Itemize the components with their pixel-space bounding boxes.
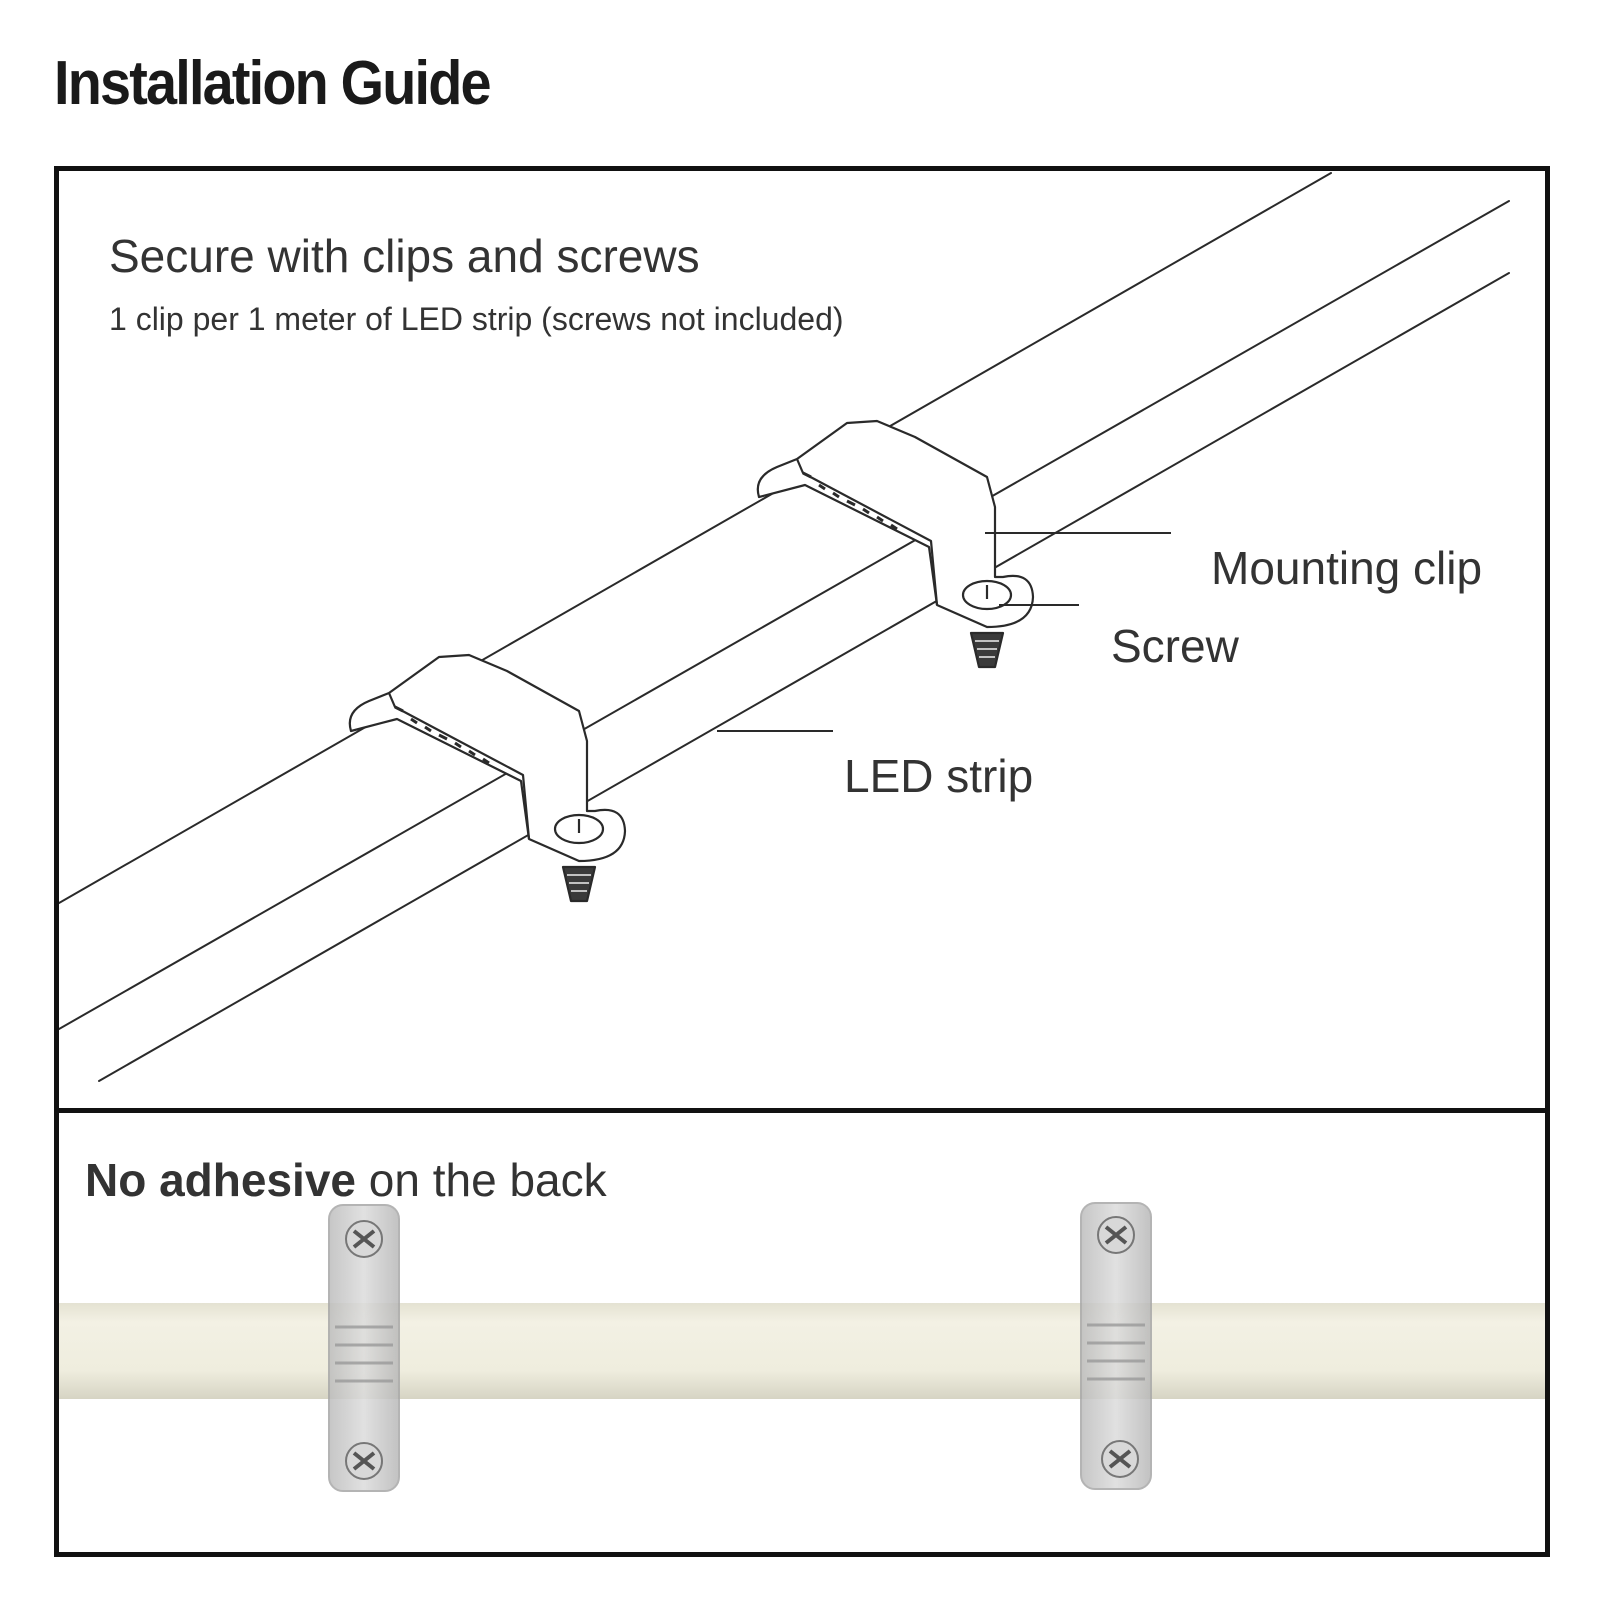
page-title: Installation Guide [54,49,492,118]
installation-diagram-panel: Secure with clips and screws 1 clip per … [54,166,1550,1113]
mounting-clip-left [348,653,627,903]
strip-top-edge [59,172,1332,904]
led-strip-body [59,1303,1545,1399]
secure-heading: Secure with clips and screws [109,230,700,282]
screw-head-icon [345,1442,383,1480]
strip-front-edge [59,200,1510,1030]
no-adhesive-rest: on the back [356,1154,607,1206]
screw-head-icon [345,1220,383,1258]
no-adhesive-heading: No adhesive on the back [85,1153,607,1207]
clip-spacing-note: 1 clip per 1 meter of LED strip (screws … [109,301,844,337]
label-screw: Screw [1111,620,1239,672]
label-led-strip: LED strip [844,750,1034,802]
no-adhesive-bold: No adhesive [85,1154,356,1206]
no-adhesive-panel: No adhesive on the back [54,1108,1550,1557]
screw-head-icon [1097,1216,1135,1254]
strip-bottom-edge [98,272,1510,1082]
label-mounting-clip: Mounting clip [1211,542,1483,594]
led-strip-line-drawing [59,172,1510,1082]
mounting-clip-right [756,419,1035,669]
transparent-clip-left [328,1204,400,1492]
transparent-clip-right [1080,1202,1152,1490]
led-strip-photo-illustration [59,1202,1545,1492]
screw-head-icon [1101,1440,1139,1478]
